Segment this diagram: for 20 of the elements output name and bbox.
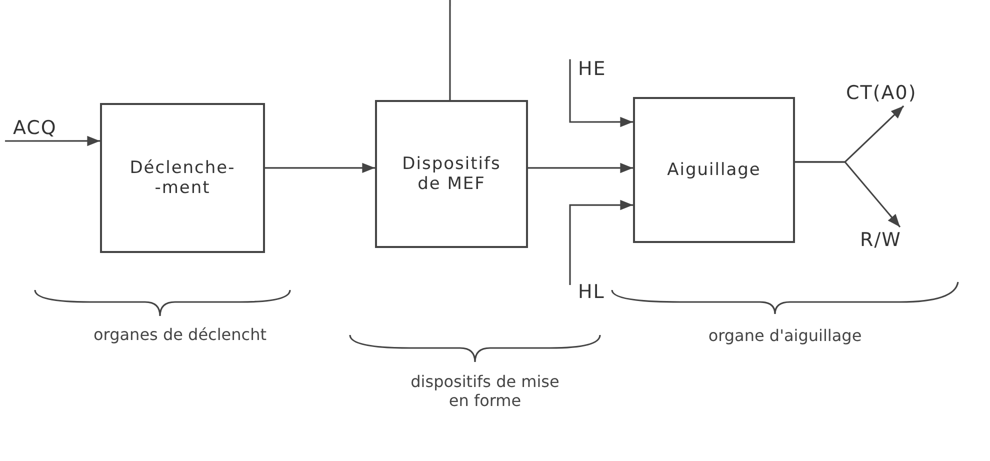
arrow [569, 59, 633, 128]
arrow [795, 161, 901, 228]
node-text: Aiguillage [667, 160, 761, 180]
arrow [569, 200, 633, 285]
group-caption: organes de déclencht [92, 325, 268, 344]
group-caption: dispositifs de mise en forme [410, 372, 560, 410]
node-text: Déclenche- -ment [128, 158, 236, 198]
arrow [528, 162, 633, 174]
arrow [265, 162, 375, 174]
node-text: R/W [860, 229, 902, 251]
group-caption: organe d'aiguillage [707, 326, 863, 345]
arrow [5, 136, 100, 146]
node-text: CT(A0) [846, 82, 917, 104]
process-box [100, 103, 265, 253]
node-text: HL [578, 281, 605, 303]
node-text: HE [578, 58, 606, 80]
process-box [375, 100, 528, 248]
node-text: Dispositifs de MEF [401, 154, 502, 194]
node-text: ACQ [13, 116, 57, 138]
process-box [633, 97, 795, 243]
